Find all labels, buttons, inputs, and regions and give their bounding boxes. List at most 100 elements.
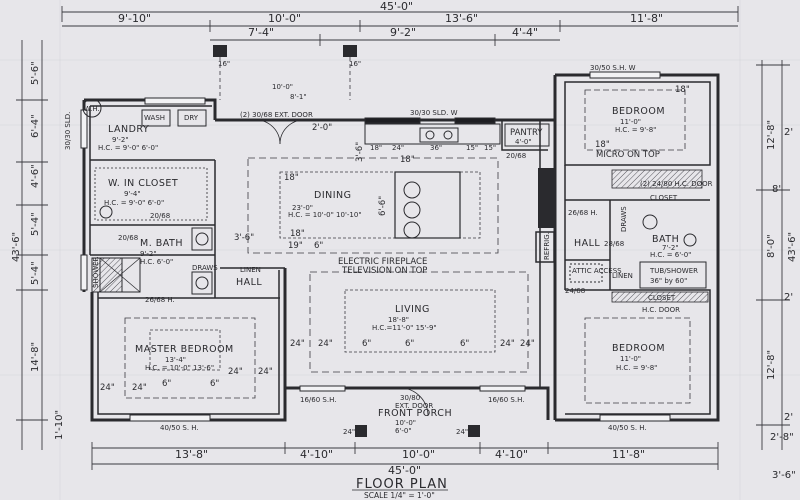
liv-off-4: 6" — [405, 339, 414, 349]
bottom-dimensions — [91, 442, 719, 470]
washer-label: WASH — [144, 114, 165, 122]
pantry-name: PANTRY — [510, 128, 543, 138]
bed2-size: 11'-0" — [620, 355, 641, 363]
closet-door: 20/68 — [150, 212, 170, 220]
dim-right-edge-3: 2' — [784, 292, 793, 303]
kitchen-counter — [364, 123, 501, 145]
living-name: LIVING — [395, 304, 430, 315]
stool-1 — [403, 181, 421, 199]
post-top-right — [343, 45, 357, 57]
liv-off-3: 6" — [362, 339, 371, 349]
hall-left: HALL — [236, 277, 262, 288]
right-dimensions — [756, 60, 790, 450]
dim-top-seg-2: 10'-0" — [268, 12, 301, 25]
bath-name: BATH — [652, 234, 679, 245]
master-name: MASTER BEDROOM — [135, 344, 234, 355]
living-hc: H.C.=11'-0" 15'-9" — [372, 324, 437, 332]
bed2-name: BEDROOM — [612, 343, 665, 354]
din-off-3: 6" — [314, 241, 323, 251]
tv-label: TELEVISION ON TOP — [341, 266, 427, 276]
misc-18-a: 18" — [284, 173, 299, 183]
dining-ceiling-inner — [279, 171, 481, 239]
dim-second-3: 4'-4" — [512, 26, 538, 39]
hall-right-code: 28/68 — [604, 240, 624, 248]
mbath-door: 20/68 — [118, 234, 138, 242]
front-door-label: EXT. DOOR — [395, 402, 433, 410]
dining-size: 23'-0" — [292, 204, 313, 212]
kitchen-sink — [419, 127, 459, 143]
misc-18-b: 18" — [400, 155, 415, 165]
pantry-size: 4'-0" — [515, 138, 532, 146]
pantry-box — [504, 123, 550, 147]
post-bottom-label-2: 24" — [456, 428, 468, 436]
master-size: 13'-4" — [165, 356, 186, 364]
dim-top-total: 45'-0" — [380, 0, 413, 13]
master-off-1: 24" — [100, 383, 115, 393]
dim-left-2: 6'-4" — [30, 114, 41, 138]
bed1-size: 11'-0" — [620, 118, 641, 126]
closet-right-2: CLOSET — [648, 294, 676, 302]
dryer-label: DRY — [184, 114, 199, 122]
dim-right-edge-1: 2' — [784, 127, 793, 138]
liv-off-6: 24" — [500, 339, 515, 349]
closet-shelf — [94, 167, 208, 221]
dim-left-1: 5'-6" — [30, 61, 41, 85]
toilet-right — [683, 233, 697, 247]
misc-10-0: 10'-0" — [272, 83, 293, 91]
vanity-2 — [191, 271, 213, 295]
dim-right-3: 12'-8" — [766, 350, 777, 380]
dining-hc: H.C. = 10'-0" 10'-10" — [288, 211, 362, 219]
din-off-2: 19" — [288, 241, 303, 251]
dim-bottom-total: 45'-0" — [388, 464, 421, 477]
living-size: 18'-8" — [388, 316, 409, 324]
bath-hc: H.C. = 6'-0" — [650, 251, 691, 259]
laundry-name: LANDRY — [108, 124, 149, 135]
misc-6-0-porch: 6'-0" — [395, 427, 412, 435]
tub — [639, 261, 707, 289]
kit-dim-5: 15" — [484, 144, 496, 152]
stool-2 — [403, 201, 421, 219]
sld-top: 30/30 SLD. W — [410, 109, 458, 117]
dim-right-edge-5: 3'-6" — [772, 470, 796, 481]
dim-right-edge-4: 2' — [784, 412, 793, 423]
bed2-hc: H.C. = 9'-8" — [616, 364, 657, 372]
dim-top-seg-4: 11'-8" — [630, 12, 663, 25]
plan-scale: SCALE 1/4" = 1'-0" — [364, 491, 435, 500]
dim-top-seg-3: 13'-6" — [445, 12, 478, 25]
bath-size: 7'-2" — [662, 244, 679, 252]
mbath-name: M. BATH — [140, 238, 183, 249]
hc-door-right: (2) 24/80 H.C. DOOR — [640, 180, 713, 188]
misc-3-6b: 3'-6" — [355, 142, 365, 162]
plan-title: FLOOR PLAN — [356, 477, 448, 492]
hc-door: H.C. DOOR — [642, 306, 680, 314]
misc-2-0: 2'-0" — [312, 123, 332, 133]
door-2668-left: 26/68 H. — [145, 296, 175, 304]
mbath-hc: H.C. 6'-0" — [140, 258, 173, 266]
dim-left-6: 14'-8" — [30, 342, 41, 372]
draws-right: DRAWS — [620, 206, 628, 232]
liv-off-2: 24" — [318, 339, 333, 349]
dim-bottom-4: 4'-10" — [495, 448, 528, 461]
master-bed — [149, 329, 221, 371]
misc-10-0-porch: 10'-0" — [395, 419, 416, 427]
dim-right-total: 43'-6" — [787, 232, 798, 262]
post-bottom-label-1: 24" — [343, 428, 355, 436]
kit-dim-2: 24" — [392, 144, 404, 152]
master-off-3: 24" — [228, 367, 243, 377]
dim-second-1: 7'-4" — [248, 26, 274, 39]
front-door-code: 30/80 — [400, 394, 420, 402]
kit-dim-1: 18" — [370, 144, 382, 152]
bed1-hc: H.C. = 9'-8" — [615, 126, 656, 134]
dim-left-5: 5'-4" — [30, 261, 41, 285]
closet-size: 9'-4" — [124, 190, 141, 198]
liv-off-7: 24" — [520, 339, 535, 349]
sink-1 — [195, 232, 209, 246]
laundry-hc: H.C. = 9'-0" 6'-0" — [98, 144, 158, 152]
top-dimensions — [61, 6, 739, 46]
master-off-2: 24" — [132, 383, 147, 393]
master-off-4: 24" — [258, 367, 273, 377]
dim-top-seg-1: 9'-10" — [118, 12, 151, 25]
master-off-6: 6" — [210, 379, 219, 389]
tub-label: TUB/SHOWER — [649, 267, 698, 275]
mbath-size: 9'-2" — [140, 250, 157, 258]
